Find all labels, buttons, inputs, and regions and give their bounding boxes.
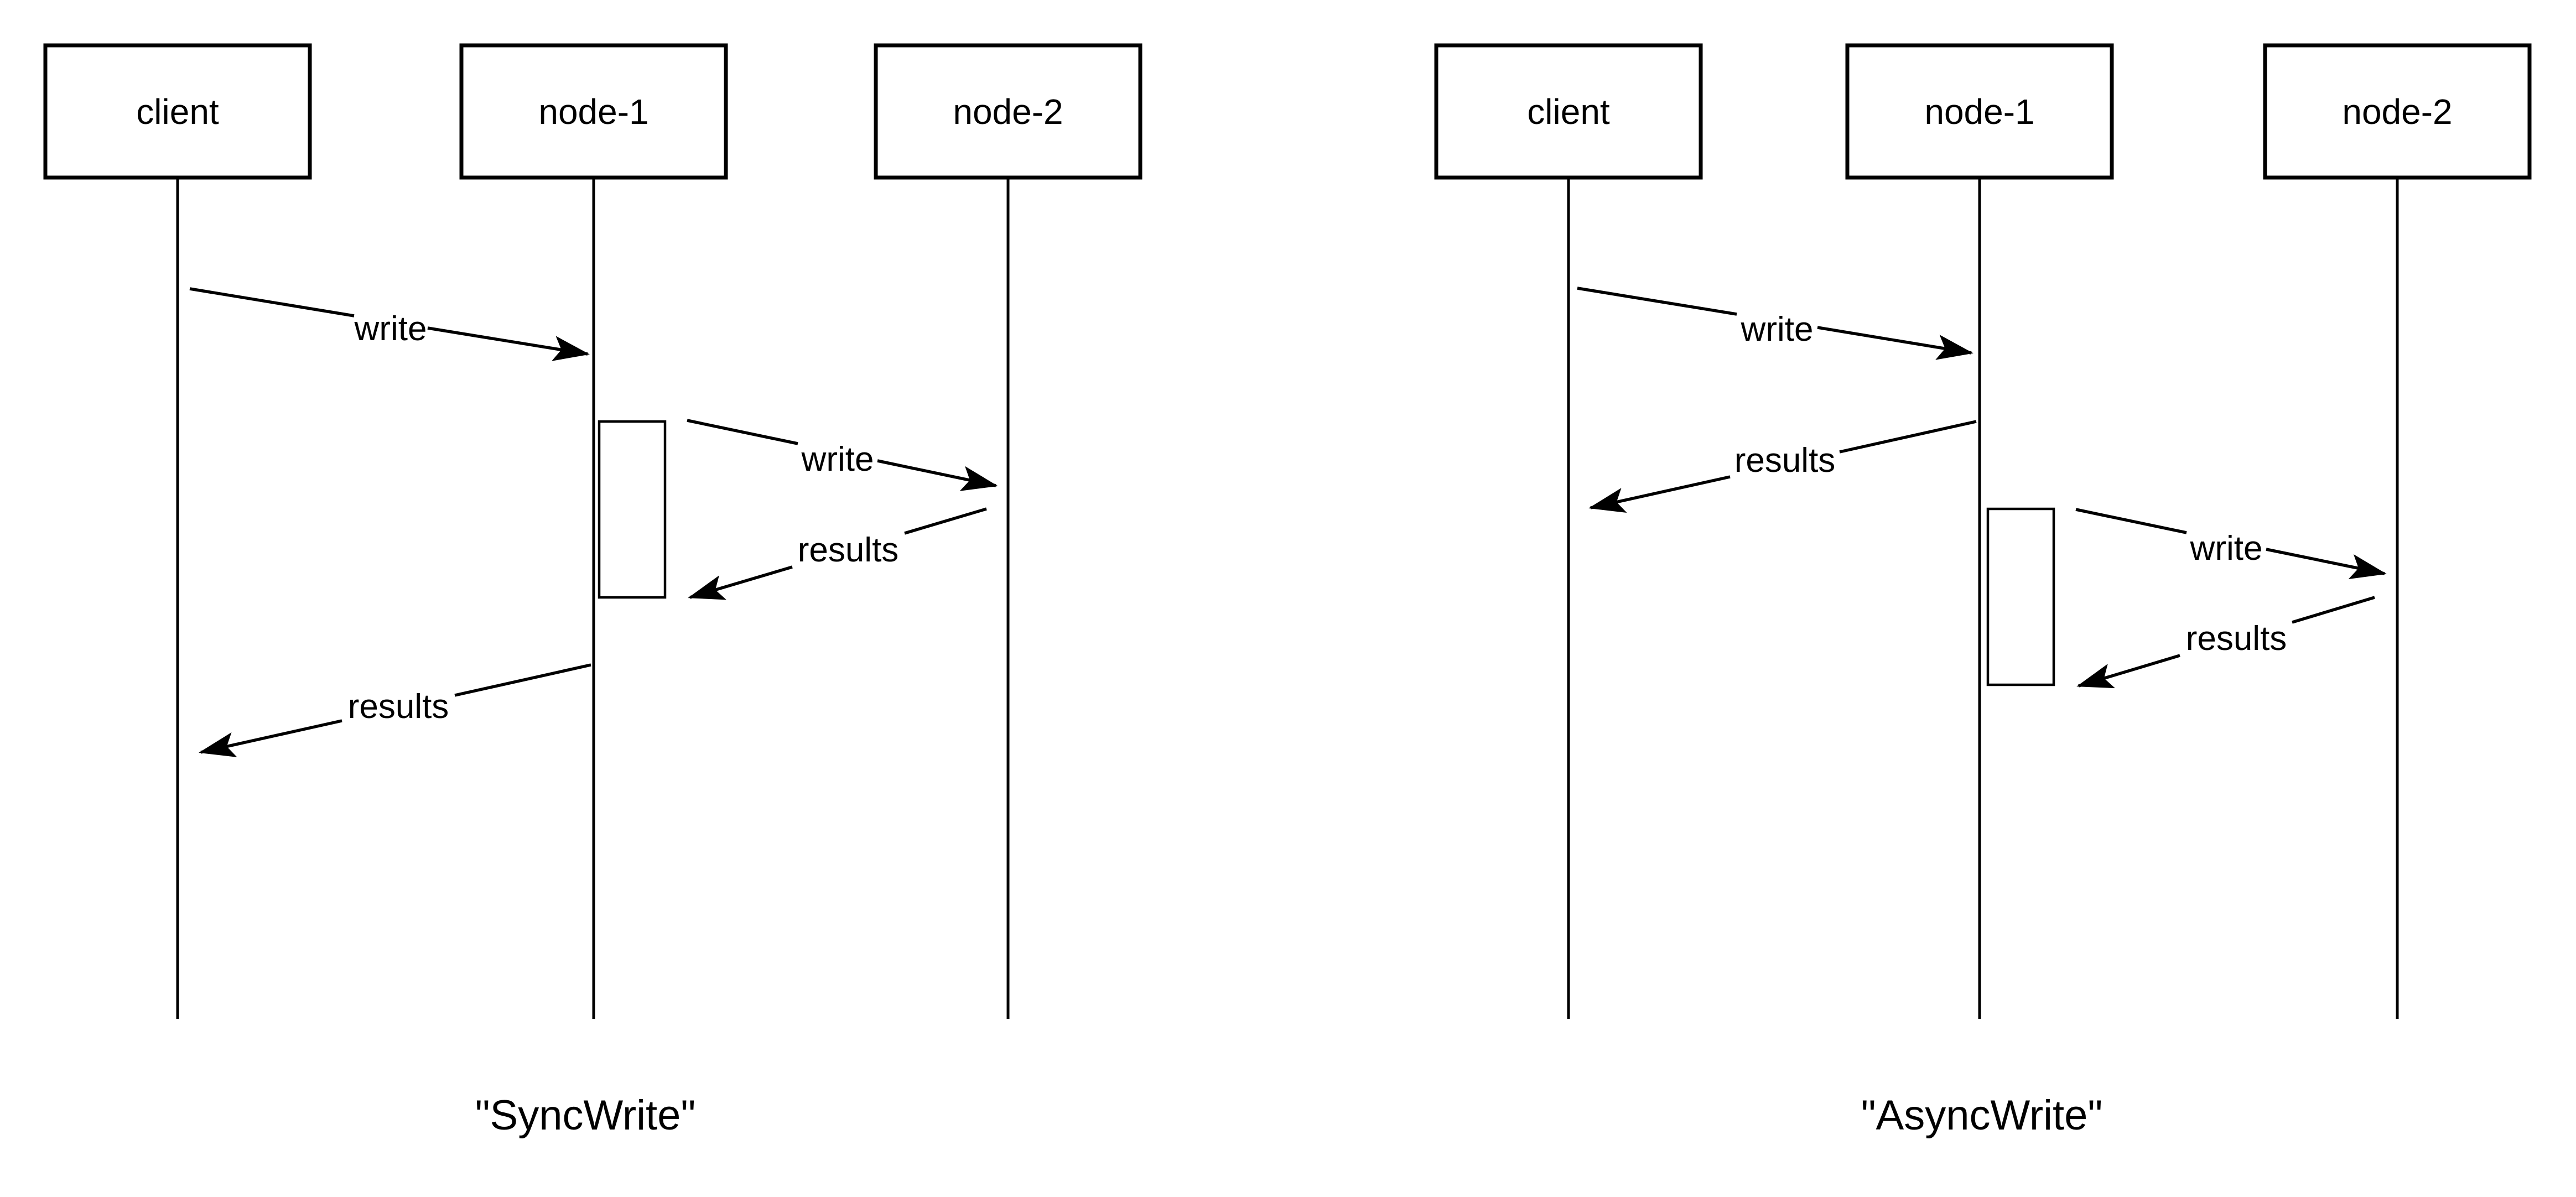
actor-box-client xyxy=(43,43,312,180)
message-line xyxy=(2076,654,2180,689)
diagram-syncwrite: client node-1 node-2 write write results… xyxy=(43,43,1142,1139)
message-results-node2-node1: results xyxy=(2076,596,2375,689)
actor-label-client: client xyxy=(136,92,219,132)
message-label: write xyxy=(354,310,427,348)
message-label: write xyxy=(2190,529,2263,568)
actor-label-node-2: node-2 xyxy=(2342,92,2452,132)
message-label: results xyxy=(2186,620,2287,658)
message-line xyxy=(688,565,793,600)
message-write-node1-node2: write xyxy=(2075,508,2387,580)
actor-box-client xyxy=(1434,43,1703,180)
message-line xyxy=(199,719,342,757)
message-line xyxy=(189,287,355,318)
actor-box-node-2 xyxy=(874,43,1142,180)
message-label: write xyxy=(1741,310,1814,348)
diagram-asyncwrite: client node-1 node-2 write results write… xyxy=(1434,43,2532,1139)
message-line xyxy=(1577,287,1737,316)
message-line xyxy=(687,419,798,445)
message-label: write xyxy=(801,440,874,478)
actor-label-node-1: node-1 xyxy=(1924,92,2034,132)
message-results-node1-client: results xyxy=(1588,420,1977,513)
activation-bar-node-1 xyxy=(598,420,667,599)
message-label: results xyxy=(348,688,449,726)
message-write-client-node1: write xyxy=(189,287,590,361)
message-label: results xyxy=(1734,441,1836,480)
message-line xyxy=(1588,475,1731,513)
actor-label-client: client xyxy=(1527,92,1610,132)
message-line xyxy=(454,663,591,697)
message-line xyxy=(877,459,998,491)
message-write-client-node1: write xyxy=(1577,287,1973,360)
activation-bar-node-1 xyxy=(1986,507,2055,686)
message-line xyxy=(1817,326,1973,360)
diagram-caption-asyncwrite: "AsyncWrite" xyxy=(1861,1092,2103,1139)
message-write-node1-node2: write xyxy=(687,419,998,491)
actor-label-node-2: node-2 xyxy=(953,92,1063,132)
message-results-node2-node1: results xyxy=(688,507,987,600)
message-line xyxy=(2075,508,2187,534)
actor-box-node-1 xyxy=(459,43,728,180)
message-results-node1-client: results xyxy=(199,663,591,757)
message-line xyxy=(2292,596,2375,624)
actor-box-node-1 xyxy=(1845,43,2114,180)
message-line xyxy=(1839,420,1977,454)
message-line xyxy=(2266,548,2387,580)
actor-box-node-2 xyxy=(2263,43,2532,180)
message-line xyxy=(904,507,987,535)
message-label: results xyxy=(798,531,899,569)
message-line xyxy=(427,326,590,361)
diagram-caption-syncwrite: "SyncWrite" xyxy=(475,1092,696,1139)
actor-label-node-1: node-1 xyxy=(538,92,648,132)
